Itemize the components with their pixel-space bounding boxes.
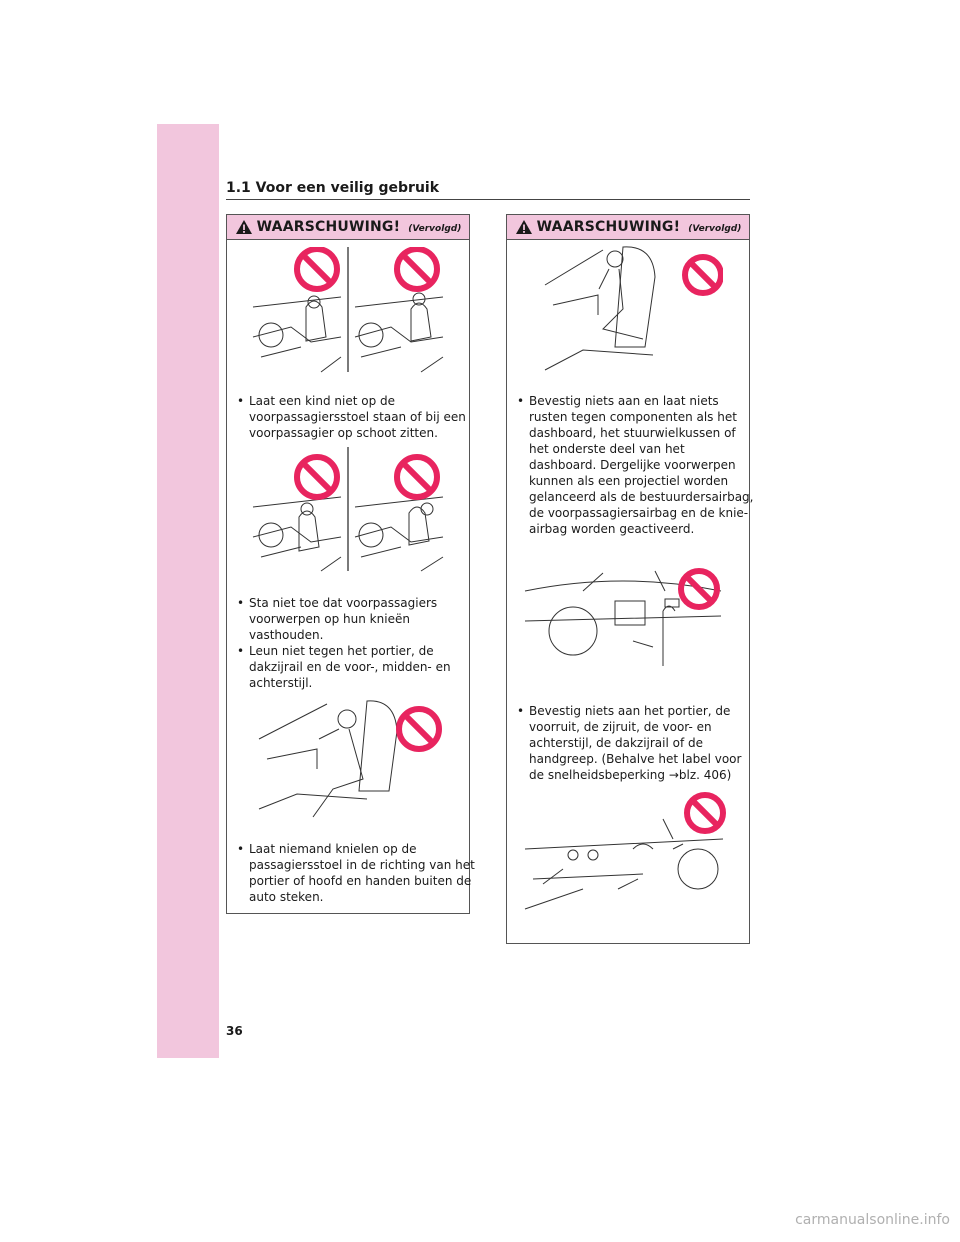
warning-panel-right: WAARSCHUWING! (Vervolgd) •Bevestig niets… [506,214,753,944]
list-item: •Sta niet toe dat voorpassagiers voorwer… [237,596,438,642]
illustration-kneeling-on-seat [544,246,723,371]
page-number: 36 [226,1024,243,1038]
illustration-leaning-on-door [258,700,442,818]
list-item: •Laat een kind niet op de voorpassagiers… [237,394,466,440]
warning-triangle-icon [235,220,252,234]
prohibition-icon [294,454,340,500]
illustration-child-on-seat [252,247,444,373]
prohibition-icon [678,568,720,610]
list-item: •Bevestig niets aan en laat niets rusten… [517,394,754,536]
warning-title: WAARSCHUWING! [536,219,681,235]
prohibition-icon [682,254,723,296]
warning-title: WAARSCHUWING! [256,219,401,235]
chapter-side-tab [157,124,219,1058]
prohibition-icon [394,247,440,292]
list-item: •Bevestig niets aan het portier, de voor… [517,704,742,782]
list-item: •Leun niet tegen het portier, de dakzijr… [237,644,451,690]
prohibition-icon [394,454,440,500]
warning-continued: (Vervolgd) [688,223,742,234]
prohibition-icon [294,247,340,292]
illustration-dashboard-objects [524,568,722,666]
illustration-objects-on-glass [524,792,726,910]
prohibition-icon [684,792,726,834]
list-item: •Laat niemand knielen op de passagiersst… [237,842,475,904]
warning-panel-left: WAARSCHUWING! (Vervolgd) •Laat een kind … [226,214,475,914]
warning-panel-header: WAARSCHUWING! (Vervolgd) [507,215,749,240]
warning-continued: (Vervolgd) [408,223,462,234]
warning-panel-header: WAARSCHUWING! (Vervolgd) [227,215,469,240]
warning-triangle-icon [515,220,532,234]
illustration-objects-on-knees [252,447,444,572]
section-header: 1.1 Voor een veilig gebruik [226,180,750,200]
watermark: carmanualsonline.info [795,1212,950,1228]
prohibition-icon [396,706,442,752]
